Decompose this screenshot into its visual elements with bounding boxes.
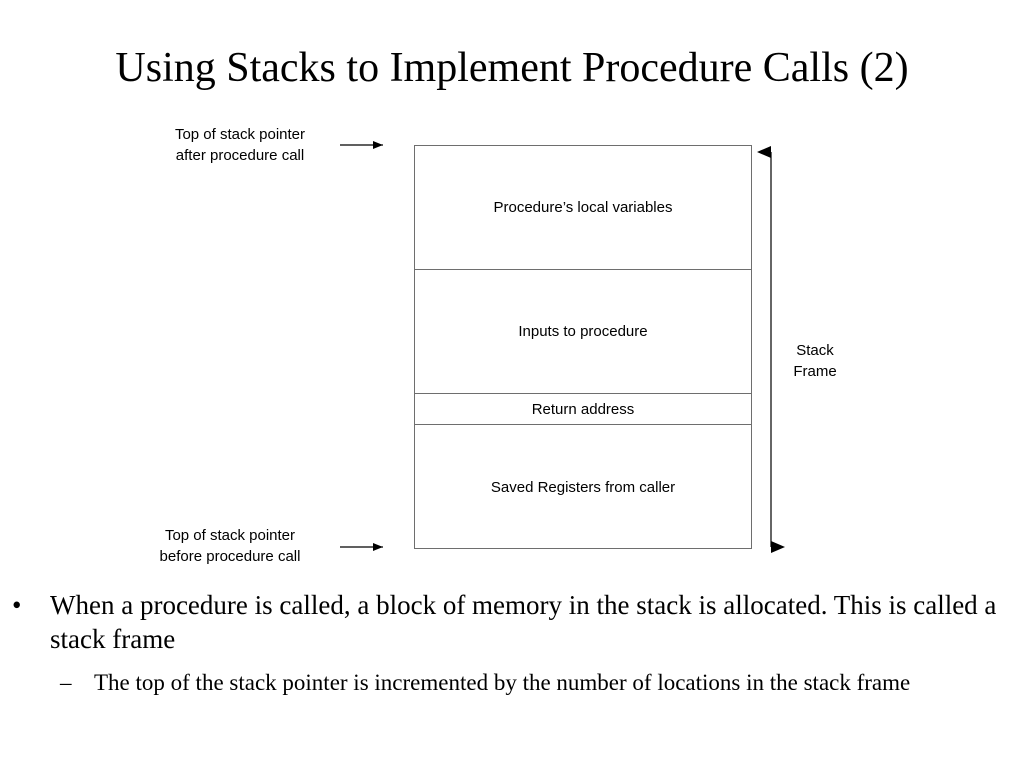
- stack-frame-label: Stack Frame: [775, 340, 855, 382]
- bullet-marker: •: [12, 590, 22, 620]
- pointer-before-label-line1: Top of stack pointer: [164, 527, 296, 544]
- stack-frame-box: Procedure’s local variables Inputs to pr…: [414, 145, 752, 549]
- cell-inputs: Inputs to procedure: [415, 270, 751, 394]
- cell-return-address: Return address: [415, 394, 751, 425]
- bullet-item: • When a procedure is called, a block of…: [12, 588, 1002, 656]
- sub-bullet-marker: –: [60, 670, 72, 695]
- pointer-before-label: Top of stack pointer before procedure ca…: [140, 525, 320, 567]
- slide-title: Using Stacks to Implement Procedure Call…: [115, 45, 909, 91]
- sub-bullet-text: The top of the stack pointer is incremen…: [94, 670, 911, 695]
- stack-frame-label-line1: Stack: [796, 342, 834, 359]
- pointer-after-label-line2: after procedure call: [175, 147, 305, 164]
- pointer-before-label-line2: before procedure call: [159, 548, 301, 565]
- cell-local-variables: Procedure’s local variables: [415, 146, 751, 270]
- pointer-after-label-line1: Top of stack pointer: [174, 126, 306, 143]
- sub-bullet-item: – The top of the stack pointer is increm…: [60, 668, 990, 698]
- stack-frame-label-line2: Frame: [793, 363, 837, 380]
- cell-saved-registers: Saved Registers from caller: [490, 478, 676, 496]
- bullet-text: When a procedure is called, a block of m…: [50, 590, 997, 654]
- pointer-after-label: Top of stack pointer after procedure cal…: [150, 124, 330, 166]
